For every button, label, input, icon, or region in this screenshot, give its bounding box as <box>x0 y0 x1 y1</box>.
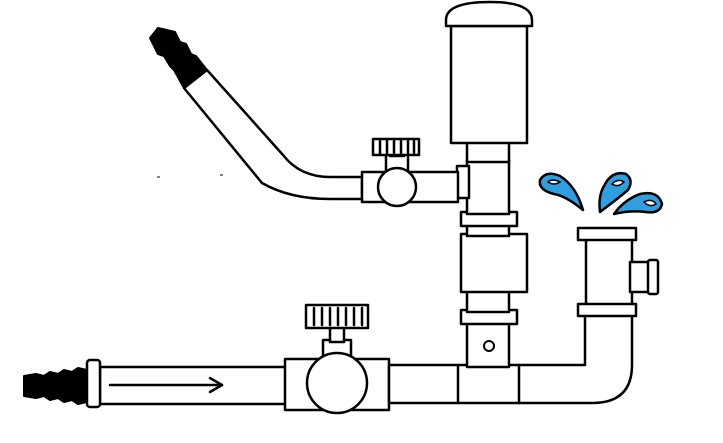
upper-hose <box>182 68 364 201</box>
water-droplet-icon <box>538 172 664 216</box>
side-valve <box>360 137 460 208</box>
side-valve-handle[interactable] <box>371 137 421 157</box>
vertical-riser <box>455 140 529 314</box>
spray-nozzle <box>149 27 208 89</box>
inlet-hose-barb <box>23 367 88 405</box>
float-chamber <box>444 0 534 145</box>
return-elbow <box>387 310 634 405</box>
inlet-pipe <box>85 358 289 409</box>
main-valve <box>283 303 391 415</box>
tee-junction <box>459 308 519 369</box>
outlet-spout <box>576 226 660 318</box>
main-valve-handle[interactable] <box>304 303 370 330</box>
